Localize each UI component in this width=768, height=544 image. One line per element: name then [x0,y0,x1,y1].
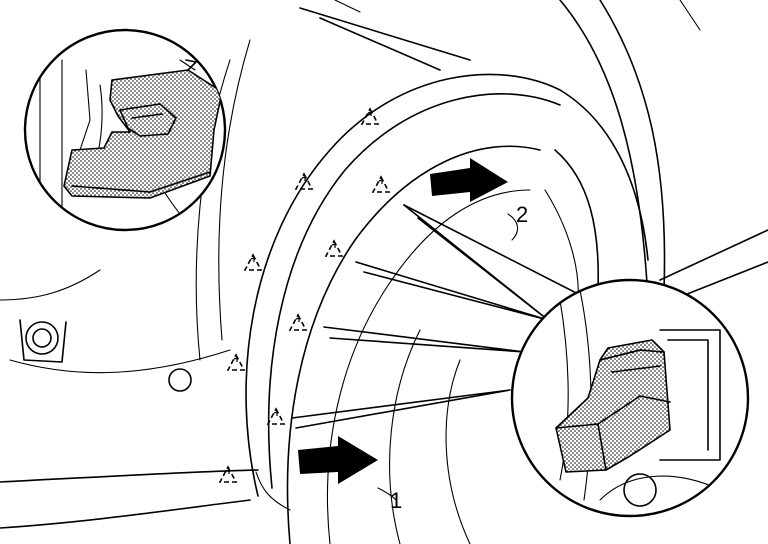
callout-1-leader [377,487,397,501]
callout-2-leader [507,213,519,241]
recycle-triangle-icon [267,408,285,425]
vehicle-body-outline [0,0,768,529]
removal-arrow-top [430,158,508,202]
recycle-triangle-icon [244,254,262,271]
callout-2-label: 2 [516,202,528,227]
callout-1-label: 1 [390,488,402,513]
recycle-triangle-icon [289,314,307,331]
detail-view-a [23,28,227,232]
recycle-triangle-icon [361,108,379,125]
detail-view-b [510,278,750,518]
recycle-triangle-icon [372,176,390,193]
recycle-triangle-icon [325,240,343,257]
wheel-arch-liner [245,73,649,544]
recycle-triangle-icon [219,466,237,483]
removal-arrow-bottom [298,436,378,484]
recycle-triangle-icon [227,354,245,371]
